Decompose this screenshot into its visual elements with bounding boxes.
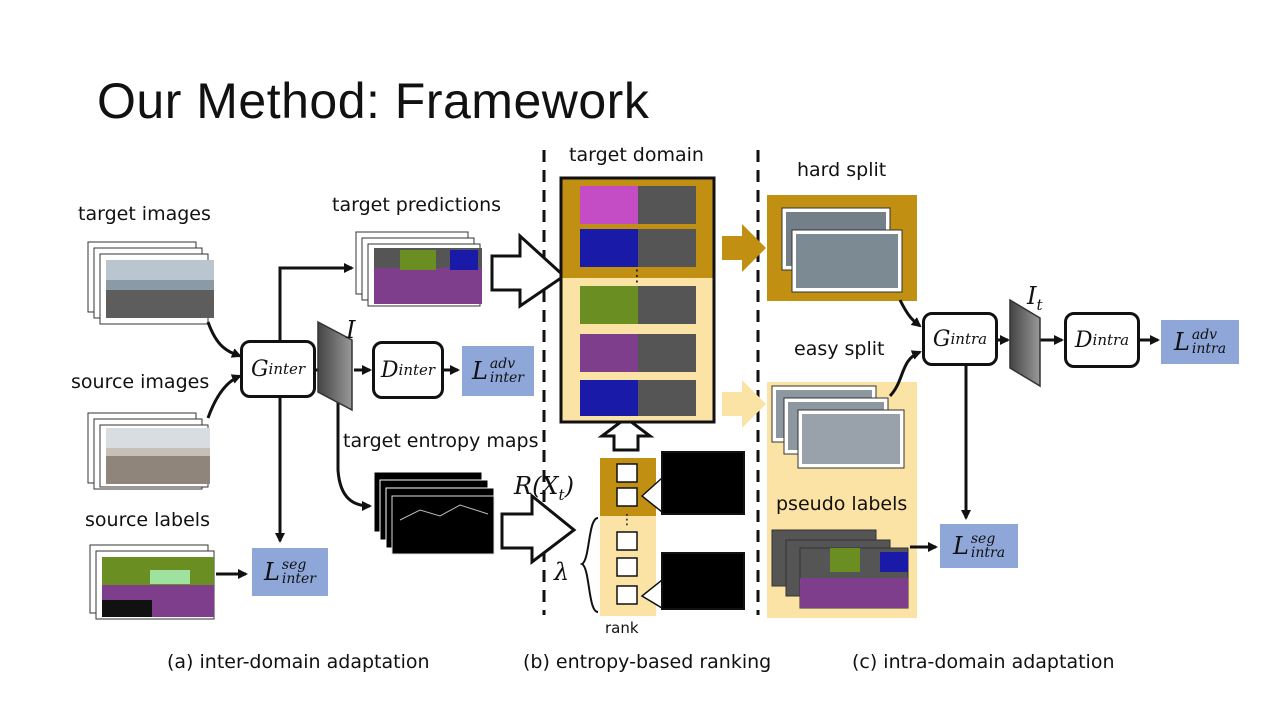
label-easy-split: easy split [794,338,885,360]
gold-arrow-easy [722,380,766,428]
gold-arrow-hard [722,224,766,272]
slide-title: Our Method: Framework [97,73,650,129]
symbol-i-t: It [1027,282,1043,314]
caption-c: (c) intra-domain adaptation [852,651,1115,673]
label-target-images: target images [78,203,211,225]
arrow-target-to-ginter [206,321,242,358]
entropy-maps-stack [373,471,495,555]
caption-b: (b) entropy-based ranking [523,651,772,673]
label-target-predictions: target predictions [332,194,502,216]
target-predictions-stack [355,231,482,307]
label-target-entropy-maps: target entropy maps [343,430,539,452]
caption-a: (a) inter-domain adaptation [167,651,430,673]
symbol-i: I [346,316,356,344]
arrow-hard-to-gintra [898,299,922,328]
arrow-source-to-ginter [206,374,242,419]
symbol-r-xt: R(Xt) [514,472,574,504]
source-images-stack [87,412,210,490]
label-source-labels: source labels [85,509,210,531]
feature-map-i [317,320,353,412]
arrow-ginter-to-predictions [278,263,354,340]
source-labels-stack [89,544,215,620]
label-pseudo-labels: pseudo labels [776,493,908,515]
hollow-arrow-predictions [490,232,567,309]
target-images-stack [87,241,214,325]
label-rank: rank [605,619,639,637]
symbol-lambda: λ [554,558,570,586]
arrow-feature-to-entropy [336,390,372,511]
feature-map-it [1009,298,1041,388]
label-target-domain: target domain [569,144,704,166]
rank-column: ⋮ [579,451,745,616]
svg-text:⋮: ⋮ [620,512,634,528]
hollow-arrow-up [597,416,655,452]
label-hard-split: hard split [797,159,887,181]
hollow-arrow-entropy [500,492,577,566]
label-source-images: source images [71,371,210,393]
svg-text:⋮: ⋮ [629,266,645,285]
hard-split-panel [767,195,917,301]
target-domain-panel: ⋮ [559,176,716,424]
arrow-easy-to-gintra [888,350,922,398]
easy-split-panel [767,382,917,618]
